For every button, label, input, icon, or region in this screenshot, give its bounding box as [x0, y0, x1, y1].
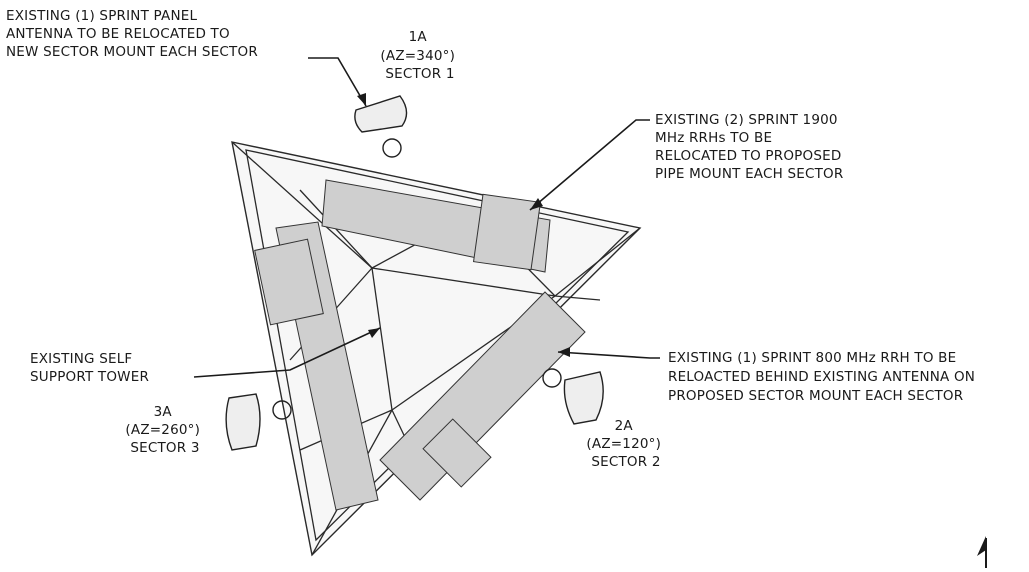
leader-rrh-800	[557, 351, 660, 359]
rrh-1900-sector-3	[254, 238, 324, 326]
panel-antenna-sector-3	[225, 393, 261, 451]
panel-antenna-sector-1	[354, 95, 408, 133]
tower-inner-frame	[371, 267, 557, 412]
sector-mount-1	[382, 138, 402, 158]
sector-2-label: 2A (AZ=120°) SECTOR 2	[586, 418, 665, 470]
rrh-1900-sector-2	[422, 418, 492, 488]
panel-antenna-sector-2	[563, 371, 604, 425]
callout-panel-antenna: EXISTING (1) SPRINT PANEL ANTENNA TO BE …	[6, 8, 258, 60]
callout-rrh-800: EXISTING (1) SPRINT 800 MHz RRH TO BE RE…	[668, 350, 980, 404]
sector-1-platform	[321, 179, 551, 273]
callout-tower: EXISTING SELF SUPPORT TOWER	[30, 351, 149, 385]
leader-rrh-1900	[529, 119, 650, 211]
sector-3-label: 3A (AZ=260°) SECTOR 3	[125, 404, 204, 456]
rrh-1900-sector-1	[472, 193, 542, 271]
leader-lines	[193, 57, 660, 378]
sector-mount-3	[272, 400, 292, 420]
north-arrow-icon	[977, 536, 987, 568]
leader-tower	[193, 327, 381, 378]
sector-1-label: 1A (AZ=340°) SECTOR 1	[380, 29, 459, 82]
sector-2-platform	[379, 291, 586, 501]
callout-rrh-1900: EXISTING (2) SPRINT 1900 MHz RRHs TO BE …	[655, 112, 846, 182]
sector-mount-2	[542, 368, 562, 388]
leader-panel-antenna	[308, 57, 367, 107]
sector-3-platform	[254, 221, 379, 511]
